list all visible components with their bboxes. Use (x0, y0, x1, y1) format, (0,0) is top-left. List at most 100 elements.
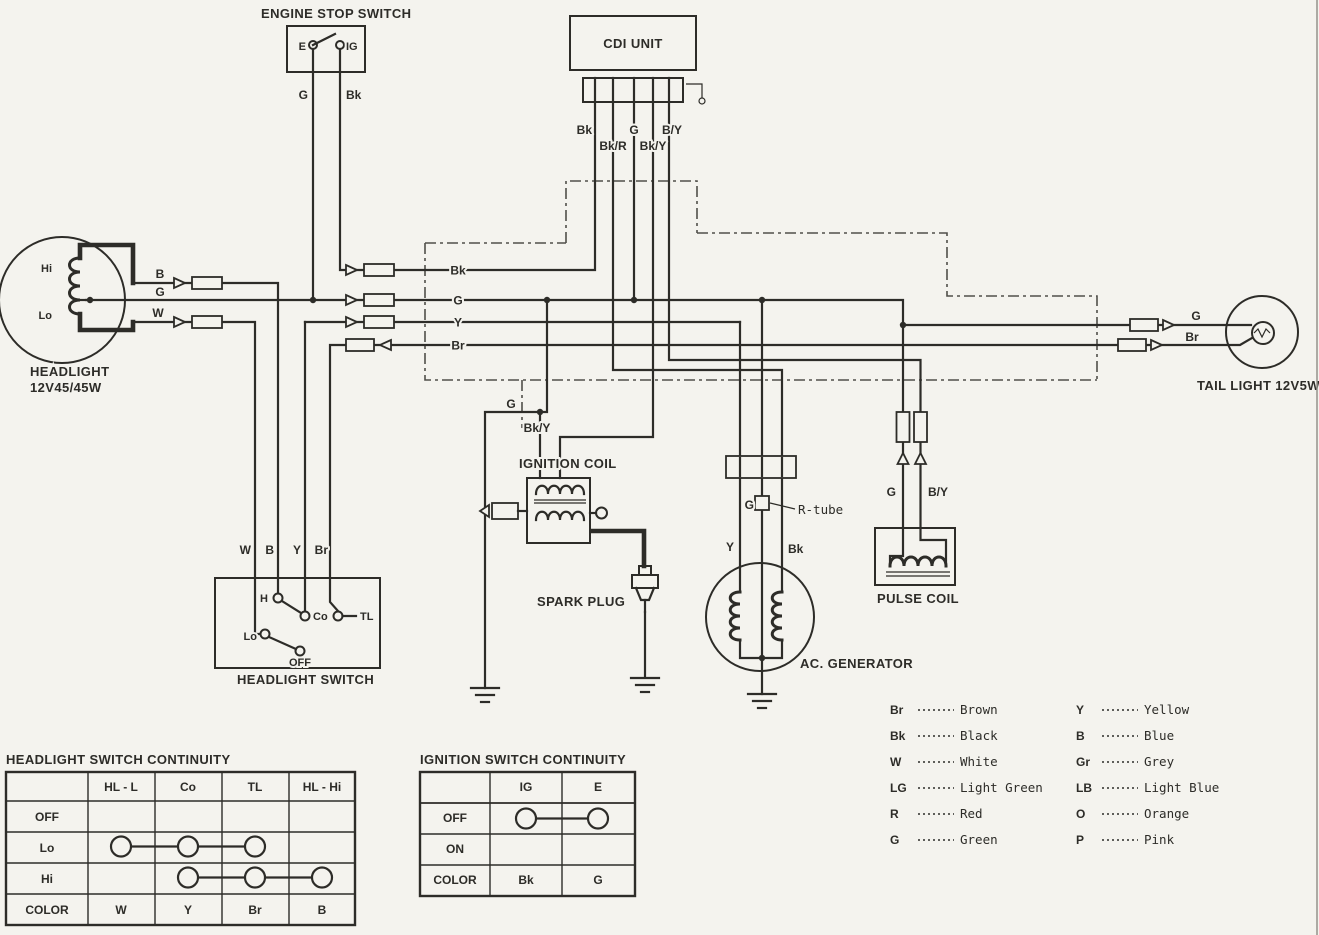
connector-bullet (345, 338, 375, 352)
legend-name: Pink (1144, 832, 1175, 847)
wire-label-b: B (265, 543, 274, 557)
coil-winding-icon (534, 510, 586, 522)
ignition-coil-box (526, 477, 591, 544)
cdi-box (569, 15, 697, 71)
cdi-title: CDI UNIT (603, 36, 663, 51)
wires (84, 70, 1254, 696)
row-label: ON (446, 842, 464, 856)
ac-generator: R-tube Y G Bk AC. GENERATOR (705, 495, 915, 673)
wire-label-g: G (887, 485, 896, 499)
legend-name: White (960, 754, 998, 769)
switch-terminal (335, 40, 345, 50)
switch-blade (311, 32, 337, 47)
switch-terminal (332, 610, 344, 622)
row-label: Lo (40, 841, 55, 855)
bus-labels: Bk G Y Br (448, 262, 468, 355)
legend-code: Y (1076, 703, 1084, 717)
wire-bk-net (338, 70, 597, 272)
headlight-circle (0, 236, 126, 364)
legend-name: Brown (960, 702, 998, 717)
legend-name: Orange (1144, 806, 1189, 821)
connector-arrow-icon (345, 293, 360, 307)
color-legend: Br Brown Bk Black W White LG Light Green… (888, 701, 1219, 849)
headlight-switch-box (214, 577, 381, 669)
headlight-switch: H Co TL Lo OFF HEADLIGHT SWITCH W B Y Br (214, 541, 381, 689)
switch-terminal (294, 645, 306, 657)
terminal-label-ig: IG (346, 41, 358, 53)
wire-label-bk: Bk (346, 88, 362, 102)
ignition-continuity-table: IGNITION SWITCH CONTINUITY IG E OFF ON C… (418, 750, 637, 898)
legend-name: Grey (1144, 754, 1175, 769)
continuity-node (176, 866, 200, 889)
row-label: COLOR (25, 903, 69, 917)
switch-terminal (259, 628, 271, 640)
spark-plug: SPARK PLUG (535, 565, 659, 614)
col-header: Co (180, 780, 196, 794)
wire-cdi-bky (558, 100, 655, 480)
pulse-coil-box (874, 527, 956, 586)
table-border (4, 770, 357, 927)
spark-plug-cable (589, 528, 647, 569)
switch-blade (280, 599, 303, 615)
wire-label-b: B (156, 267, 165, 281)
continuity-node (109, 835, 133, 858)
legend-code: Gr (1076, 755, 1090, 769)
legend-code: Br (890, 703, 904, 717)
legend-code: B (1076, 729, 1085, 743)
wire-label-g: G (299, 88, 308, 102)
legend-code: R (890, 807, 899, 821)
legend-code: G (890, 833, 899, 847)
connector-arrow-icon (913, 450, 928, 465)
headlight-switch-title: HEADLIGHT SWITCH (237, 672, 374, 687)
ground-icon (746, 692, 778, 710)
legend-code: LG (890, 781, 907, 795)
ground-symbols (469, 676, 778, 710)
spark-plug-body (631, 574, 659, 589)
connector-arrow-icon (173, 276, 188, 290)
pulse-coil-winding-icon (888, 555, 948, 568)
connector-bullet (191, 276, 223, 290)
table-title: HEADLIGHT SWITCH CONTINUITY (6, 752, 231, 767)
wire-label-br: Br (315, 543, 329, 557)
table-title: IGNITION SWITCH CONTINUITY (420, 752, 626, 767)
legend-name: Blue (1144, 728, 1174, 743)
cdi-pin-bk: Bk (577, 123, 593, 137)
switch-terminal (299, 610, 311, 622)
ht-terminal (595, 506, 608, 520)
cdi-pin-by: B/Y (662, 123, 682, 137)
wire-label-g: G (155, 285, 164, 299)
connector-bullet (1117, 338, 1147, 352)
terminal-label-lo: Lo (244, 631, 258, 643)
headlight-lo-label: Lo (39, 310, 53, 322)
color-cell: Y (184, 903, 192, 917)
legend-name: Light Green (960, 780, 1043, 795)
engine-stop-switch-title: ENGINE STOP SWITCH (261, 6, 411, 21)
continuity-node (243, 835, 267, 858)
ground-icon (629, 676, 661, 694)
junction-dots (86, 296, 907, 662)
continuity-node (176, 835, 200, 858)
wire-b-net (131, 281, 280, 595)
terminal-label-h: H (260, 593, 268, 605)
wire-g-bus (84, 298, 1253, 327)
spark-plug-taper (634, 586, 656, 602)
continuity-node (586, 807, 610, 830)
tail-light-circle (1225, 295, 1299, 369)
legend-code: W (890, 755, 902, 769)
spark-plug-title: SPARK PLUG (537, 594, 625, 609)
ground-icon (469, 686, 501, 704)
connector-arrow-icon (345, 263, 360, 277)
wire-igncoil-g (483, 298, 549, 690)
connector-arrow-icon (896, 450, 910, 465)
wire-cdi-by (667, 100, 922, 530)
generator-circle (705, 562, 815, 672)
bus-label-br: Br (451, 339, 465, 353)
row-label: COLOR (433, 873, 477, 887)
headlight-continuity-table: HEADLIGHT SWITCH CONTINUITY HL - L Co TL… (4, 750, 357, 927)
col-header: IG (520, 780, 533, 794)
headlight: Hi Lo HEADLIGHT 12V45/45W B G W (0, 236, 167, 397)
wire-label-br: Br (1185, 330, 1199, 344)
generator-coil-icon (770, 590, 784, 642)
color-cell: Bk (518, 873, 534, 887)
